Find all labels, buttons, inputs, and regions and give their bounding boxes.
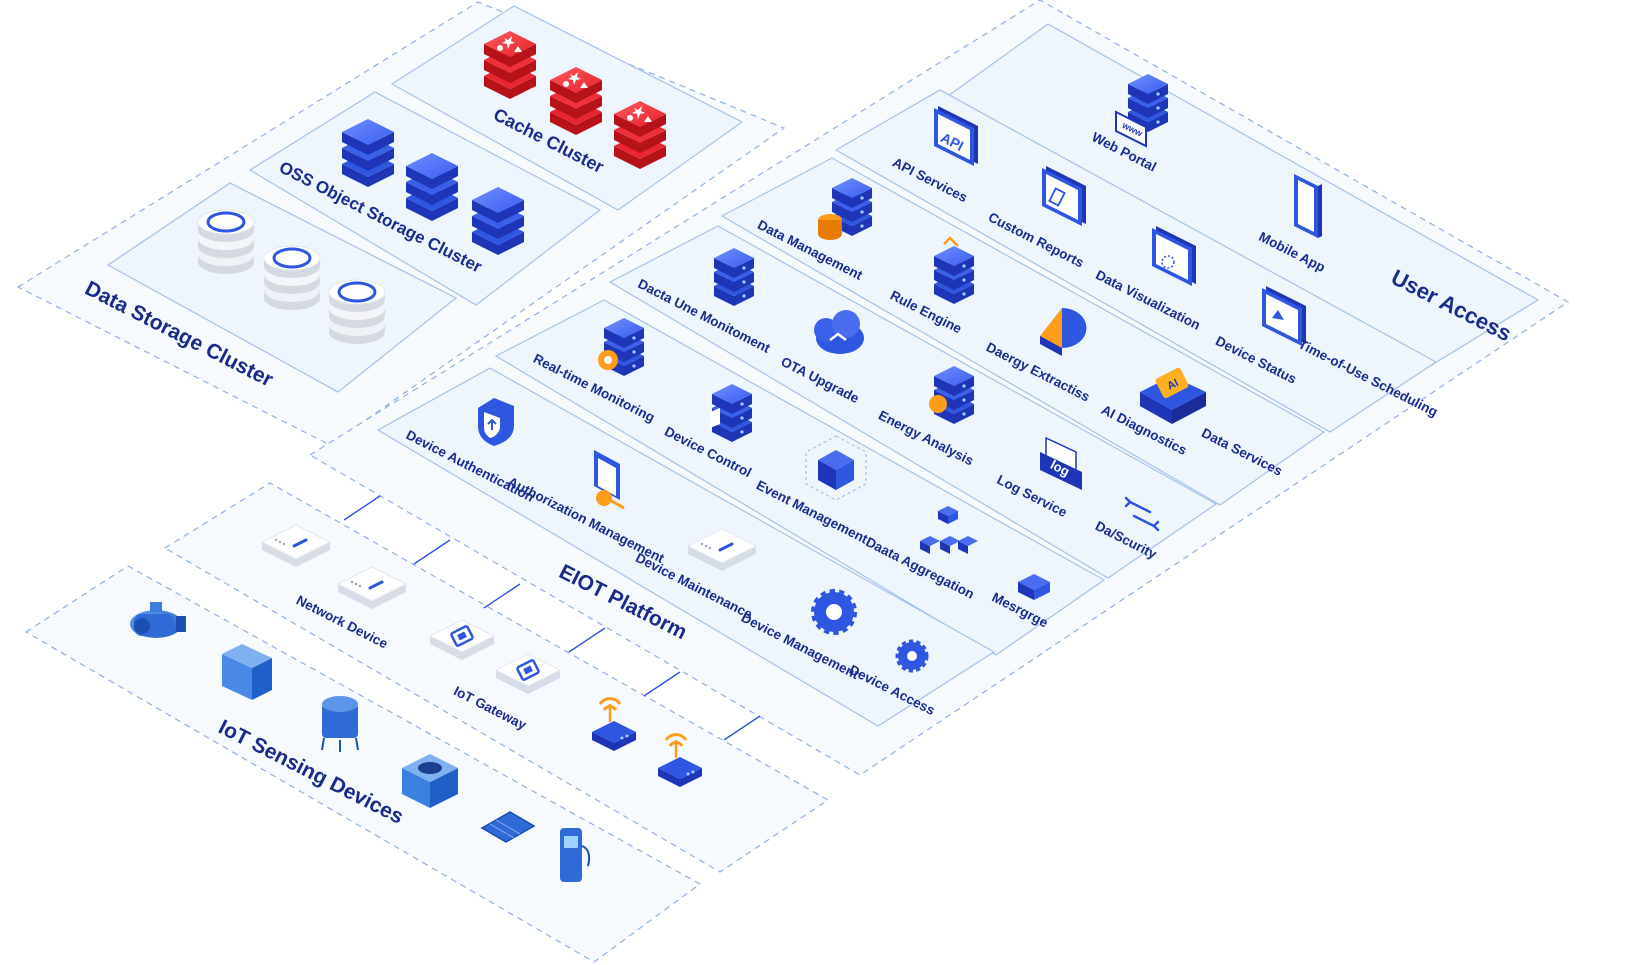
- device-access-gear-icon: [895, 639, 929, 673]
- realtime-monitoring-icon: [598, 318, 644, 376]
- blue-storage-icon: [472, 187, 524, 255]
- mobile-phone-icon: [1294, 174, 1322, 238]
- custom-reports-icon: [1042, 166, 1086, 226]
- log-service-icon: log: [1040, 436, 1082, 490]
- blue-storage-icon: [342, 119, 394, 187]
- redis-cache-icon: [484, 31, 536, 99]
- blue-storage-icon: [406, 153, 458, 221]
- ev-charger-icon: [560, 828, 591, 882]
- svg-text:AI: AI: [1165, 377, 1180, 393]
- data-aggregation-icon: [920, 506, 978, 554]
- ac-unit-icon: [402, 754, 458, 808]
- eiot-platform-panel: [376, 367, 996, 727]
- rule-engine-icon: [934, 236, 974, 304]
- water-tank-icon: [321, 696, 359, 752]
- device-management-gear-icon: [811, 589, 857, 635]
- api-services-icon: API: [934, 106, 978, 166]
- device-status-icon: [1262, 286, 1306, 346]
- pump-icon: [130, 602, 186, 638]
- data-services-row-1: [834, 89, 1438, 433]
- data-security-icon: [1124, 496, 1160, 532]
- device-control-icon: [710, 384, 752, 442]
- web-portal-icon: www: [1115, 74, 1168, 148]
- data-services-row-3: [608, 225, 1218, 579]
- event-management-icon: [805, 435, 867, 501]
- redis-cache-icon: [614, 101, 666, 169]
- white-database-icon: [196, 208, 256, 276]
- white-database-icon: [262, 244, 322, 312]
- energy-analysis-icon: [929, 366, 974, 424]
- message-icon: [1018, 574, 1050, 600]
- redis-cache-icon: [550, 67, 602, 135]
- sensing-zone-outer: [24, 565, 702, 963]
- connector-lines: [343, 495, 761, 741]
- white-database-icon: [327, 278, 387, 346]
- shield-icon: [478, 398, 514, 446]
- energy-extraction-icon: [1040, 308, 1087, 356]
- cabinet-icon: [222, 644, 272, 700]
- data-visualization-icon: [1152, 226, 1196, 286]
- ai-diagnostics-icon: AI: [1140, 367, 1206, 424]
- ota-upgrade-icon: [814, 310, 864, 354]
- data-monitoring-icon: [714, 248, 754, 306]
- authorization-icon: [594, 450, 625, 510]
- solar-panel-icon: [480, 811, 536, 843]
- data-services-row-4: [494, 299, 1106, 656]
- data-management-icon: [818, 178, 872, 240]
